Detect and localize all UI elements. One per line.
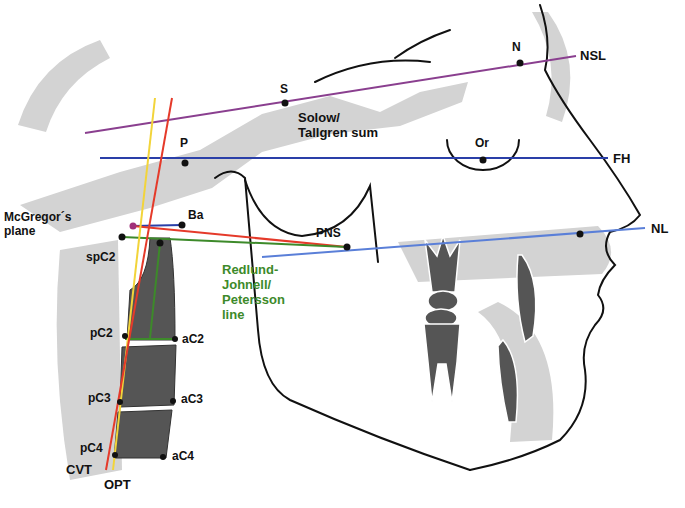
line-name: FH (613, 151, 643, 166)
landmark-label: spC2 (86, 250, 122, 264)
landmark-label: S (280, 82, 300, 96)
landmark-label: aC3 (181, 392, 211, 406)
landmark-label: P (180, 136, 200, 150)
landmark-label: pC4 (80, 441, 110, 455)
teeth (424, 236, 536, 422)
reference-lines (85, 56, 645, 470)
landmark-label: pC3 (88, 391, 118, 405)
landmark-label: PNS (316, 226, 350, 240)
plane-name: McGregor´s plane (4, 210, 88, 238)
landmark-label: Or (475, 136, 499, 150)
landmark-label: aC4 (172, 449, 202, 463)
line-name: OPT (104, 477, 138, 492)
landmark-label: pC2 (90, 326, 120, 340)
measure-note: Solow/ Tallgren sum (298, 110, 388, 140)
landmark-label: N (512, 40, 532, 54)
line-name: NSL (580, 48, 620, 63)
line-name: CVT (66, 462, 100, 477)
line-name: Redlund- Johnell/ Petersson line (222, 262, 292, 322)
landmark-label: aC2 (182, 332, 212, 346)
cervical-vertebrae (114, 238, 176, 458)
profile-outline (215, 5, 640, 470)
landmark-label: Ba (188, 208, 212, 222)
landmark-points (112, 60, 584, 461)
skull-shading (18, 12, 611, 480)
line-name: NL (651, 221, 681, 236)
